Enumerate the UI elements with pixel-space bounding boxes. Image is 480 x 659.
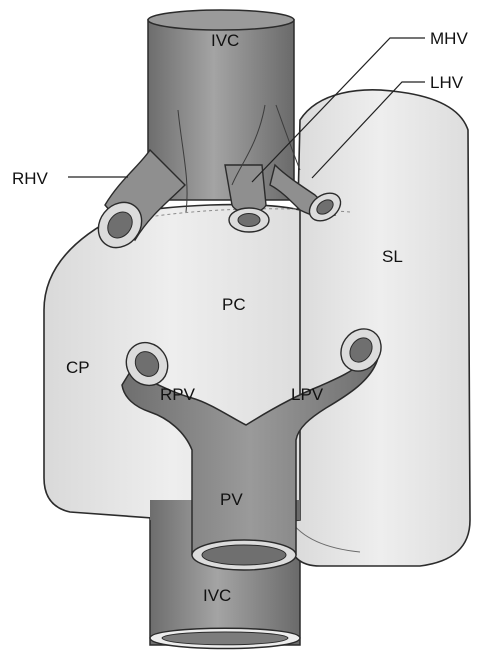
label-pc: PC xyxy=(222,295,246,314)
label-ivc-bottom: IVC xyxy=(203,586,231,605)
pv-bottom-opening xyxy=(192,540,296,570)
label-cp: CP xyxy=(66,358,90,377)
spigelian-lobe xyxy=(290,90,470,566)
label-lhv: LHV xyxy=(430,73,464,92)
label-ivc-top: IVC xyxy=(211,31,239,50)
label-pv: PV xyxy=(220,490,243,509)
label-mhv: MHV xyxy=(430,29,468,48)
label-sl: SL xyxy=(382,247,403,266)
label-rpv: RPV xyxy=(160,385,196,404)
label-rhv: RHV xyxy=(12,169,49,188)
middle-hepatic-vein xyxy=(225,165,269,232)
label-lpv: LPV xyxy=(291,385,324,404)
